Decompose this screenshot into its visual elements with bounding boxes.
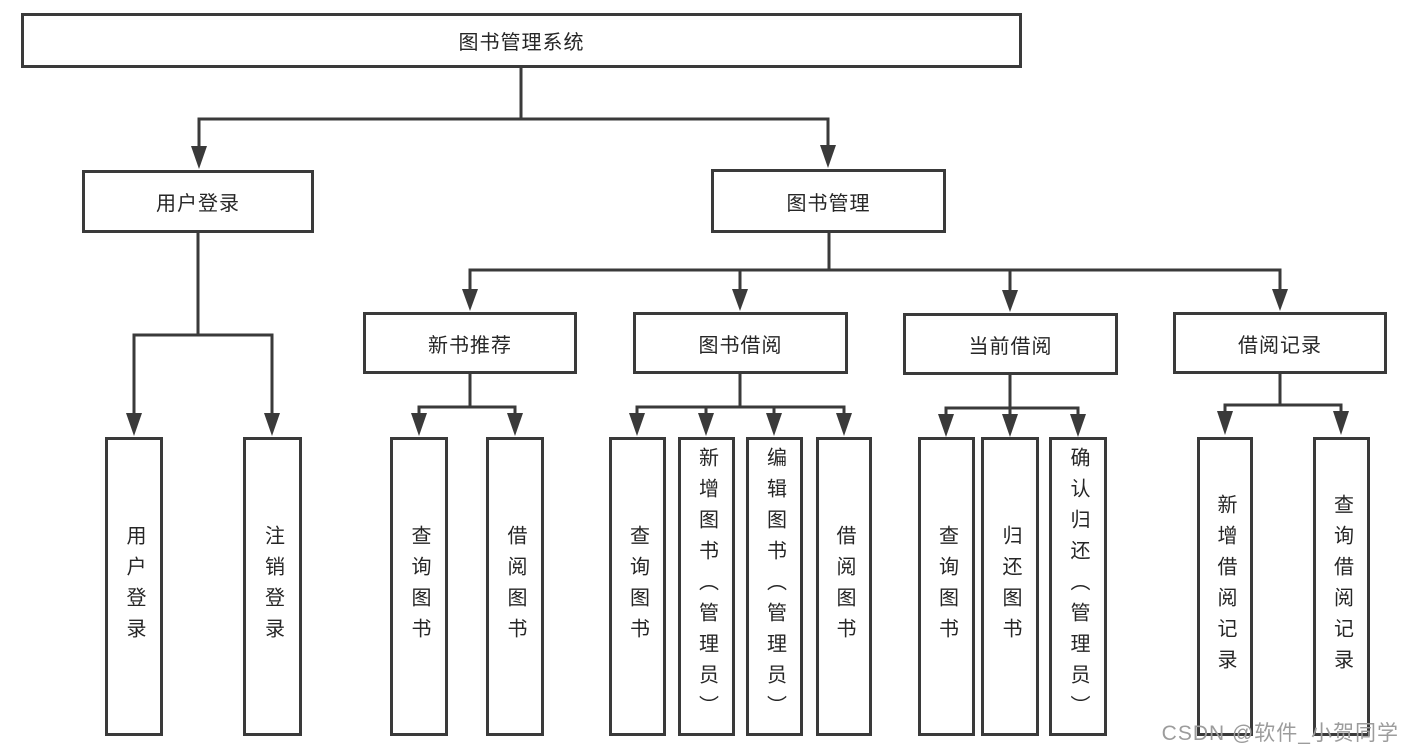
leaf-borrow-book-recommend-label: 借阅图书 (504, 524, 526, 649)
leaf-borrow-book-recommend: 借阅图书 (486, 437, 544, 736)
leaf-edit-book-admin-label: 编辑图书（管理员） (763, 447, 786, 726)
leaf-logout: 注销登录 (243, 437, 302, 736)
leaf-return-book-label: 归还图书 (999, 524, 1021, 649)
leaf-edit-book-admin: 编辑图书（管理员） (746, 437, 803, 736)
arrow-head (820, 145, 836, 168)
arrow-head (1217, 411, 1233, 435)
node-book-borrow: 图书借阅 (633, 312, 848, 374)
arrow-head (766, 413, 782, 436)
node-user-login-label: 用户登录 (156, 193, 240, 215)
connector-borrow-record-children (1217, 372, 1349, 435)
arrow-head (264, 413, 280, 436)
leaf-add-borrow-record: 新增借阅记录 (1197, 437, 1253, 736)
arrow-head (629, 413, 645, 436)
leaf-query-book-recommend: 查询图书 (390, 437, 448, 736)
arrow-head (938, 414, 954, 437)
leaf-borrow-book: 借阅图书 (816, 437, 872, 736)
leaf-confirm-return-admin-label: 确认归还（管理员） (1067, 447, 1089, 726)
leaf-query-book-borrow: 查询图书 (609, 437, 666, 736)
arrow-head (1333, 411, 1349, 435)
connector-current-borrow-children (938, 373, 1086, 437)
leaf-confirm-return-admin: 确认归还（管理员） (1049, 437, 1107, 736)
node-new-book-recommend: 新书推荐 (363, 312, 577, 374)
leaf-query-book-recommend-label: 查询图书 (408, 524, 430, 649)
leaf-add-book-admin: 新增图书（管理员） (678, 437, 735, 736)
arrow-head (191, 146, 207, 169)
connector-book-borrow-children (629, 372, 852, 436)
connector-user-login-children (126, 231, 280, 436)
leaf-add-book-admin-label: 新增图书（管理员） (695, 447, 718, 726)
arrow-head (732, 289, 748, 311)
leaf-query-book-borrow-label: 查询图书 (626, 524, 649, 649)
node-book-mgmt-label: 图书管理 (786, 192, 871, 215)
node-book-mgmt: 图书管理 (711, 169, 946, 233)
connector-book-mgmt-children (462, 231, 1288, 312)
leaf-borrow-book-label: 借阅图书 (833, 524, 855, 649)
node-borrow-records-label: 借阅记录 (1238, 334, 1322, 357)
arrow-head (1272, 289, 1288, 311)
leaf-query-book-current-label: 查询图书 (935, 524, 958, 649)
node-current-borrow-label: 当前借阅 (968, 335, 1053, 358)
arrow-head (462, 289, 478, 311)
connector-root-to-level2 (191, 66, 836, 169)
arrow-head (507, 413, 523, 436)
leaf-add-borrow-record-label: 新增借阅记录 (1214, 493, 1236, 680)
arrow-head (698, 413, 714, 436)
arrow-head (411, 413, 427, 436)
node-root: 图书管理系统 (21, 13, 1022, 68)
leaf-user-login-label: 用户登录 (123, 524, 145, 649)
arrow-head (126, 413, 142, 436)
node-user-login: 用户登录 (82, 170, 314, 233)
leaf-return-book: 归还图书 (981, 437, 1039, 736)
leaf-logout-label: 注销登录 (261, 524, 284, 649)
node-borrow-records: 借阅记录 (1173, 312, 1387, 374)
node-book-borrow-label: 图书借阅 (698, 334, 783, 357)
leaf-query-borrow-record-label: 查询借阅记录 (1330, 493, 1353, 680)
leaf-user-login: 用户登录 (105, 437, 163, 736)
node-new-book-recommend-label: 新书推荐 (428, 334, 512, 357)
arrow-head (1002, 414, 1018, 437)
csdn-watermark: CSDN @软件_小贺同学 (1161, 722, 1399, 745)
arrow-head (1070, 414, 1086, 437)
connector-new-book-children (411, 372, 523, 436)
node-current-borrow: 当前借阅 (903, 313, 1118, 375)
leaf-query-borrow-record: 查询借阅记录 (1313, 437, 1370, 736)
leaf-query-book-current: 查询图书 (918, 437, 975, 736)
node-root-label: 图书管理系统 (458, 32, 585, 54)
arrow-head (836, 413, 852, 436)
arrow-head (1002, 290, 1018, 312)
